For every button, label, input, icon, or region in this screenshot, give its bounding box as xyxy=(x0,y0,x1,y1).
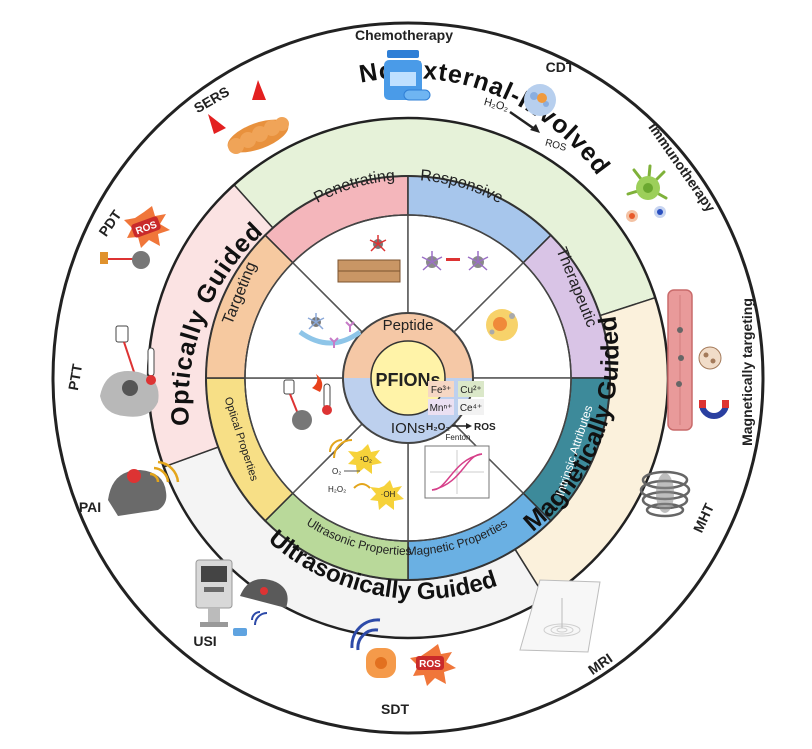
outer-label-ptt: PTT xyxy=(65,362,85,391)
outer-label-magnetically-targeting: Magnetically targeting xyxy=(739,298,755,446)
intrinsic-attributes-icon: Fe³⁺ Cu²⁺ Mnⁿ⁺ Ce⁴⁺ H₂O₂ ROS Fenton xyxy=(426,381,496,442)
center-peptide-label: Peptide xyxy=(383,317,434,334)
svg-text:H₂O₂: H₂O₂ xyxy=(328,485,346,494)
targeting-icon xyxy=(298,313,362,348)
therapeutic-icon xyxy=(486,309,518,341)
magnetic-targeting-icon xyxy=(667,289,729,431)
svg-text:Mnⁿ⁺: Mnⁿ⁺ xyxy=(430,403,453,414)
inner-ring-inner-border xyxy=(244,214,572,542)
usi-icon xyxy=(195,559,288,636)
magnetic-properties-icon xyxy=(424,445,490,499)
outer-label-sdt: SDT xyxy=(381,701,409,717)
penetrating-icon xyxy=(337,235,401,283)
outer-label-usi: USI xyxy=(193,633,216,649)
svg-text:Cu²⁺: Cu²⁺ xyxy=(460,385,481,396)
svg-text:ROS: ROS xyxy=(474,422,496,433)
inner-ring-outer-border xyxy=(205,175,611,581)
svg-text:·OH: ·OH xyxy=(381,490,396,499)
responsive-icon xyxy=(421,251,489,271)
immunotherapy-icon xyxy=(626,164,668,222)
mht-icon xyxy=(639,470,691,518)
center-core xyxy=(370,340,446,416)
center-pfions-label: PFIONs xyxy=(375,370,440,390)
sers-icon xyxy=(208,80,289,154)
svg-text:ROS: ROS xyxy=(544,138,568,154)
svg-text:¹O₂: ¹O₂ xyxy=(360,455,372,464)
center-hub-border xyxy=(342,312,474,444)
outer-label-pai: PAI xyxy=(79,499,101,515)
pai-icon xyxy=(108,460,180,516)
mri-icon xyxy=(519,579,601,653)
ultrasonic-properties-icon: ¹O₂ O₂ H₂O₂ ·OH xyxy=(328,439,404,510)
outer-label-cdt: CDT xyxy=(546,59,575,75)
sdt-icon: ROS xyxy=(350,618,456,686)
svg-text:H₂O₂: H₂O₂ xyxy=(426,422,450,433)
svg-text:Fe³⁺: Fe³⁺ xyxy=(431,385,451,396)
chemotherapy-icon xyxy=(384,50,431,101)
center-ions-label: IONs xyxy=(391,420,425,437)
center-hub: Peptide PFIONs IONs xyxy=(342,312,474,444)
pdt-icon: ROS xyxy=(100,206,170,269)
ptt-icon xyxy=(100,325,159,417)
svg-text:ROS: ROS xyxy=(419,659,441,670)
svg-text:O₂: O₂ xyxy=(332,467,341,476)
optical-properties-icon xyxy=(283,374,332,430)
svg-text:Fenton: Fenton xyxy=(446,433,471,442)
svg-text:Ce⁴⁺: Ce⁴⁺ xyxy=(460,403,482,414)
outer-label-chemotherapy: Chemotherapy xyxy=(355,27,453,43)
